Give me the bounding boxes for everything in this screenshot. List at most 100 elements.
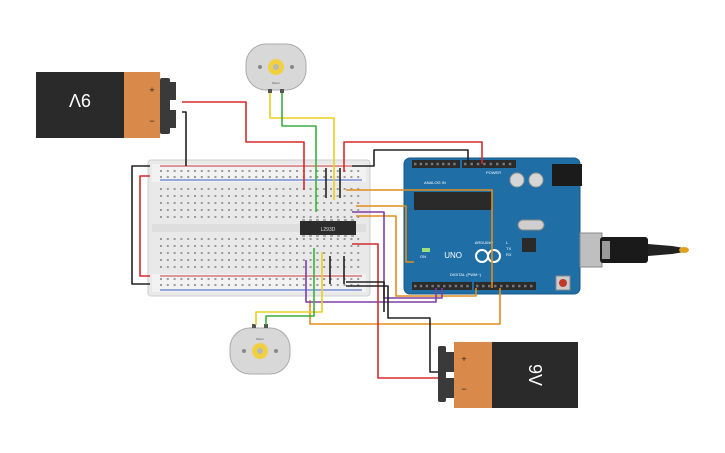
breadboard-hole [234, 238, 237, 240]
breadboard-hole [200, 238, 203, 240]
breadboard-hole [262, 216, 264, 218]
breadboard-hole [330, 266, 332, 268]
breadboard-hole [228, 245, 230, 247]
breadboard-hole [296, 238, 298, 240]
breadboard-hole [275, 284, 278, 286]
barrel-jack[interactable] [552, 164, 582, 186]
breadboard-hole [228, 176, 230, 178]
breadboard-hole [241, 266, 244, 268]
breadboard-hole [241, 170, 244, 172]
l293d-chip[interactable]: L293D [300, 219, 356, 237]
arduino-uno-board[interactable]: UNO ARDUINO POWER ANALOG IN DIGITAL (PWM… [403, 157, 603, 295]
breadboard-hole [350, 238, 353, 240]
breadboard-hole [160, 202, 162, 204]
battery-top[interactable]: 9V + − [36, 72, 176, 138]
breadboard-hole [357, 195, 360, 197]
wire-yellow-motor-top [269, 93, 335, 200]
motor-top[interactable]: Motor [245, 43, 307, 93]
breadboard-hole [187, 284, 190, 286]
reset-button-cap[interactable] [559, 279, 567, 287]
breadboard-hole [194, 209, 196, 211]
breadboard-hole [296, 216, 298, 218]
breadboard-hole [180, 238, 183, 240]
breadboard-hole [187, 238, 190, 240]
breadboard-hole [323, 176, 326, 178]
wire-red-arduino-5v [343, 141, 483, 172]
breadboard-hole [296, 170, 298, 172]
tx-label: TX [506, 246, 511, 251]
motor-bottom[interactable]: Motor [229, 324, 291, 375]
breadboard-hole [275, 252, 278, 254]
breadboard-hole [207, 245, 210, 247]
breadboard-hole [173, 278, 176, 280]
breadboard-hole [241, 238, 244, 240]
breadboard-hole [323, 195, 326, 197]
breadboard-hole [275, 259, 278, 261]
breadboard-hole [166, 259, 169, 261]
breadboard-hole [248, 238, 251, 240]
breadboard-hole [255, 170, 258, 172]
breadboard-hole [221, 188, 224, 190]
breadboard-hole [302, 278, 305, 280]
breadboard-hole [166, 252, 169, 254]
breadboard-hole [275, 202, 278, 204]
breadboard-hole [234, 284, 237, 286]
breadboard-hole [268, 252, 271, 254]
breadboard-hole [207, 195, 210, 197]
breadboard-hole [330, 278, 332, 280]
breadboard-hole [282, 266, 285, 268]
breadboard-hole [350, 188, 353, 190]
breadboard-hole [262, 176, 264, 178]
arduino-brand-label: ARDUINO [475, 240, 493, 245]
breadboard-hole [173, 259, 176, 261]
breadboard-hole [234, 245, 237, 247]
breadboard-hole [160, 252, 162, 254]
breadboard-hole [296, 245, 298, 247]
breadboard-hole [350, 259, 353, 261]
breadboard-hole [309, 170, 312, 172]
breadboard-hole [248, 188, 251, 190]
breadboard-hole [248, 245, 251, 247]
breadboard-hole [336, 252, 339, 254]
breadboard-hole [323, 202, 326, 204]
breadboard-hole [194, 259, 196, 261]
breadboard-hole [166, 284, 169, 286]
header-pin [414, 284, 417, 288]
breadboard-hole [309, 278, 312, 280]
breadboard-hole [309, 259, 312, 261]
breadboard-hole [282, 176, 285, 178]
breadboard-hole [228, 195, 230, 197]
breadboard-hole [296, 259, 298, 261]
breadboard-hole [173, 202, 176, 204]
breadboard-hole [357, 284, 360, 286]
breadboard-hole [289, 252, 292, 254]
breadboard-hole [200, 259, 203, 261]
breadboard-hole [221, 266, 224, 268]
breadboard-hole [173, 209, 176, 211]
breadboard-hole [350, 209, 353, 211]
breadboard-hole [275, 266, 278, 268]
breadboard-hole [255, 188, 258, 190]
breadboard-hole [160, 209, 162, 211]
arduino-logo [475, 249, 501, 263]
breadboard-hole [166, 188, 169, 190]
breadboard-hole [248, 176, 251, 178]
breadboard-hole [200, 195, 203, 197]
breadboard-hole [330, 245, 332, 247]
breadboard-hole [228, 188, 230, 190]
breadboard-hole [228, 259, 230, 261]
breadboard-hole [296, 266, 298, 268]
battery-bottom-minus-label: − [461, 384, 466, 394]
breadboard-hole [228, 252, 230, 254]
header-pin [506, 284, 509, 288]
breadboard-hole [330, 202, 332, 204]
usb-port[interactable] [579, 232, 603, 268]
battery-bottom[interactable]: 9V + − [438, 342, 578, 408]
breadboard-hole [289, 266, 292, 268]
header-pin [488, 284, 491, 288]
breadboard-hole [309, 252, 312, 254]
breadboard-hole [241, 284, 244, 286]
usb-cable[interactable] [600, 237, 689, 263]
header-pin [482, 284, 485, 288]
header-pin [494, 284, 497, 288]
